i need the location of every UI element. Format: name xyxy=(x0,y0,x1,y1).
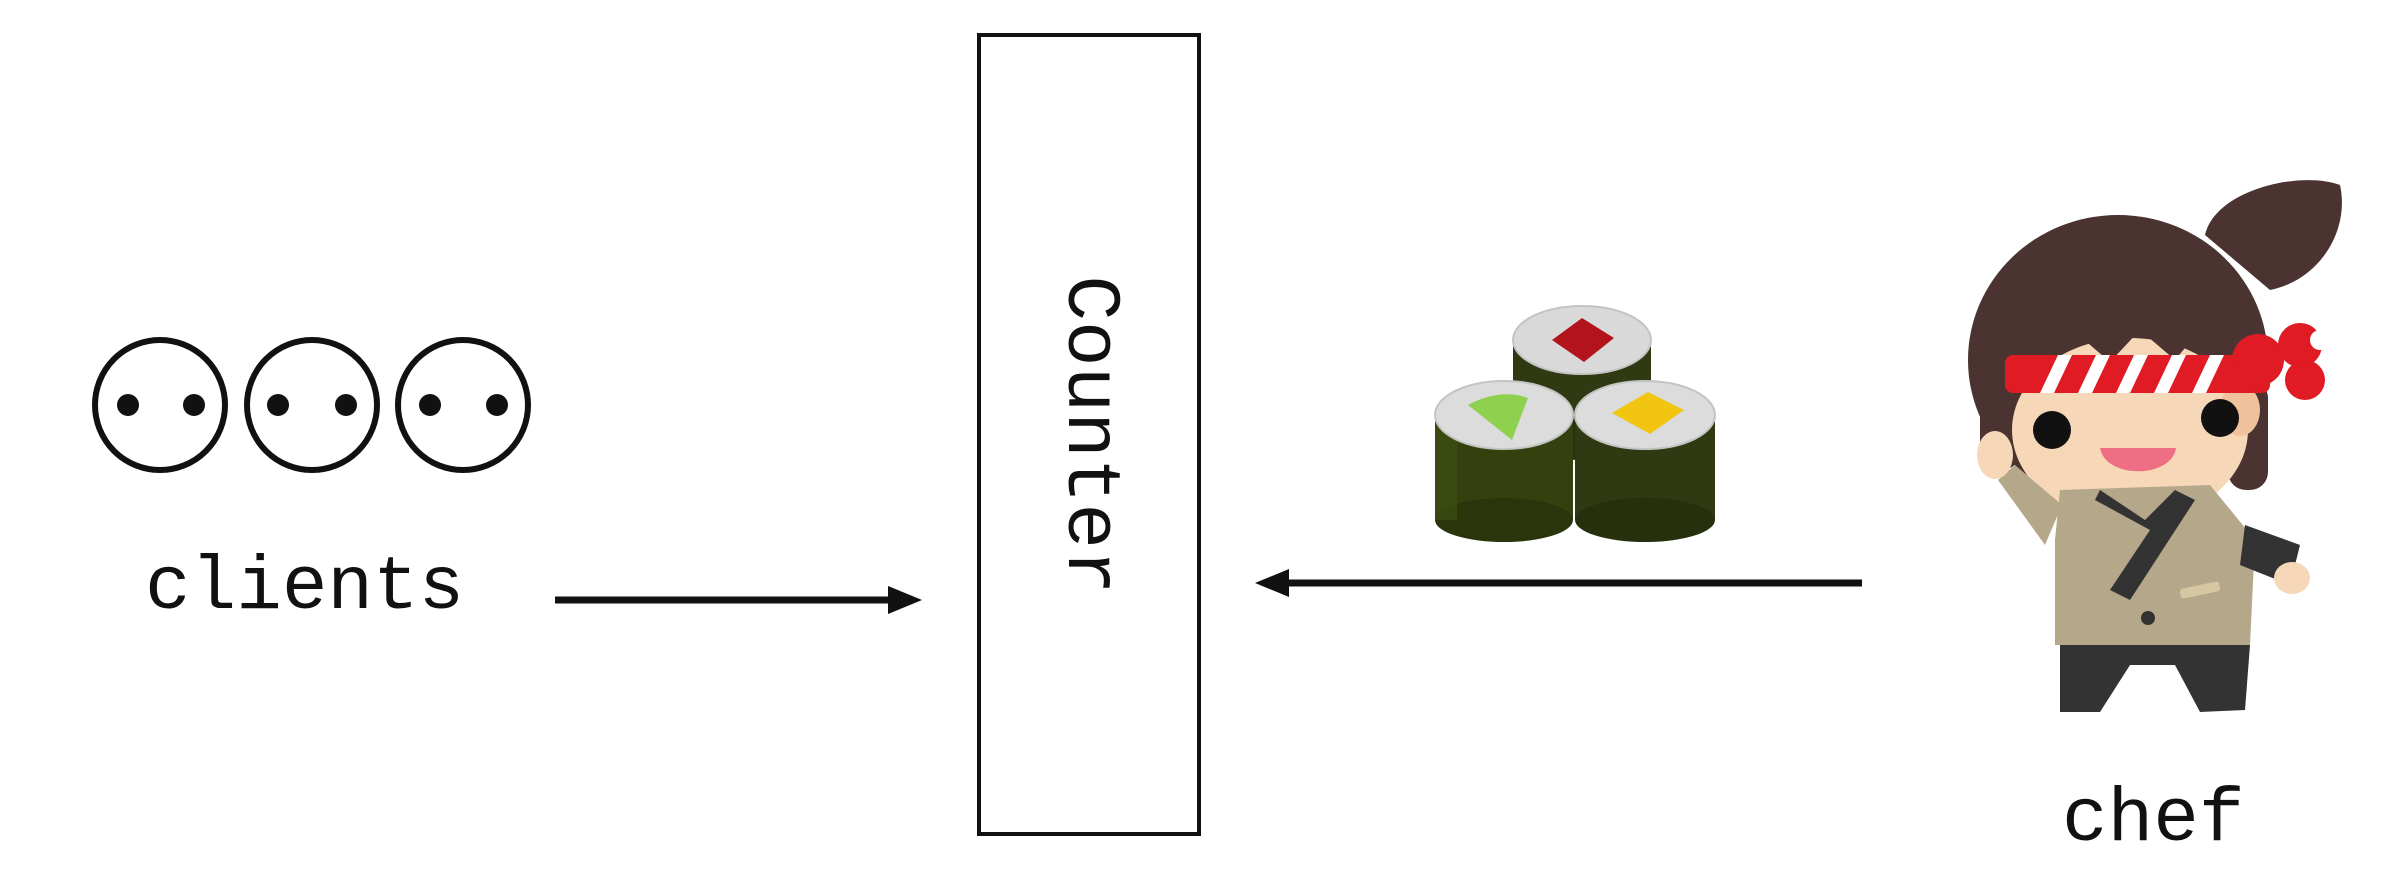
clients-icon-group xyxy=(92,337,531,473)
client-face-icon xyxy=(244,337,380,473)
chef-to-counter-arrow xyxy=(1255,569,1862,597)
chef-label: chef xyxy=(2062,777,2245,863)
sushi-chef-icon xyxy=(1968,180,2342,712)
clients-to-counter-arrow xyxy=(555,586,922,614)
client-face-icon xyxy=(92,337,228,473)
sushi-rolls-icon xyxy=(1434,305,1716,542)
counter-box xyxy=(977,33,1201,836)
clients-label: clients xyxy=(145,545,465,631)
client-face-icon xyxy=(395,337,531,473)
counter-label: Counter xyxy=(1046,275,1132,595)
